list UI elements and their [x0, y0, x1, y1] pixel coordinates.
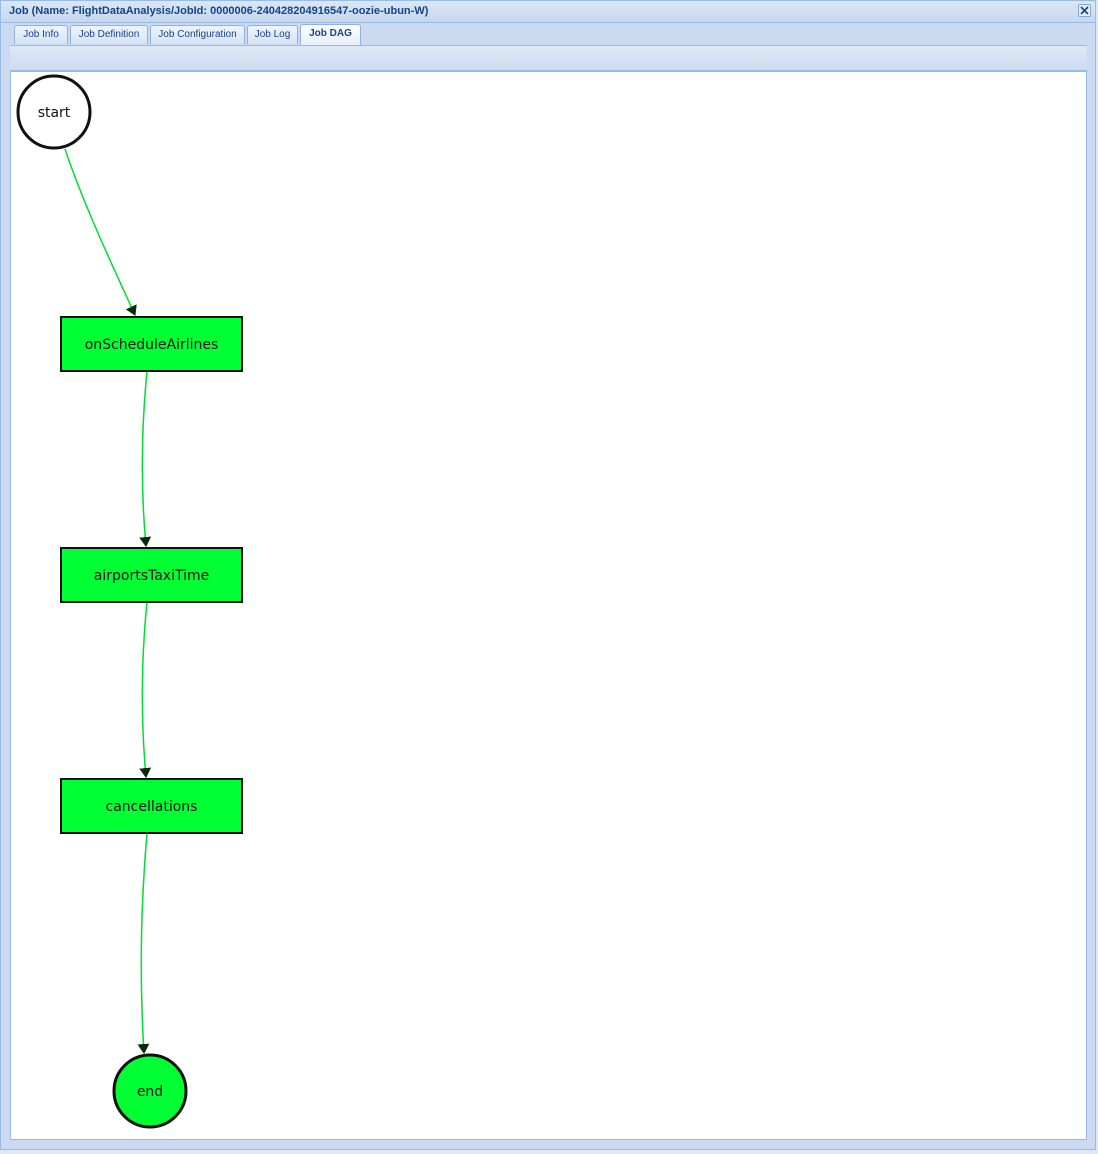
dag-edge-airportsTaxiTime-to-cancellations — [139, 601, 152, 778]
dag-node-label: end — [137, 1084, 163, 1100]
tab-job-configuration[interactable]: Job Configuration — [150, 25, 245, 44]
dag-node-label: onScheduleAirlines — [85, 337, 219, 353]
dag-node-label: start — [38, 105, 71, 121]
dag-node-airportsTaxiTime-shape — [60, 547, 243, 603]
dag-node-start-shape — [16, 74, 92, 150]
tab-strip: Job Info Job Definition Job Configuratio… — [10, 23, 1087, 46]
dag-node-end[interactable]: end — [112, 1053, 188, 1129]
dag-node-label: airportsTaxiTime — [94, 568, 209, 584]
tab-job-dag[interactable]: Job DAG — [300, 24, 361, 45]
dialog-titlebar[interactable]: Job (Name: FlightDataAnalysis/JobId: 000… — [1, 1, 1095, 23]
dag-edge-cancellations-to-end — [137, 832, 150, 1054]
tab-job-info[interactable]: Job Info — [14, 25, 68, 44]
dag-nodes: start onScheduleAirlines airportsTaxiTime c… — [16, 74, 243, 1129]
dag-edges — [64, 148, 152, 1054]
tab-job-definition[interactable]: Job Definition — [70, 25, 148, 44]
dag-toolbar — [10, 46, 1087, 71]
dag-node-end-shape — [112, 1053, 188, 1129]
dialog-title: Job (Name: FlightDataAnalysis/JobId: 000… — [9, 5, 429, 17]
dag-node-airportsTaxiTime[interactable]: airportsTaxiTime — [60, 547, 243, 603]
tab-job-log[interactable]: Job Log — [247, 25, 298, 44]
dag-edge-start-to-onScheduleAirlines — [64, 148, 137, 316]
job-dag-graph: start onScheduleAirlines airportsTaxiTime c… — [16, 74, 243, 1129]
dag-node-start[interactable]: start — [16, 74, 92, 150]
dag-node-onScheduleAirlines-shape — [60, 316, 243, 372]
dag-edge-onScheduleAirlines-to-airportsTaxiTime — [139, 370, 152, 547]
dag-node-cancellations-shape — [60, 778, 243, 834]
close-icon[interactable] — [1078, 4, 1091, 17]
dag-node-cancellations[interactable]: cancellations — [60, 778, 243, 834]
dag-node-label: cancellations — [106, 799, 198, 815]
dag-canvas: start onScheduleAirlines airportsTaxiTime c… — [10, 71, 1087, 1140]
dag-node-onScheduleAirlines[interactable]: onScheduleAirlines — [60, 316, 243, 372]
